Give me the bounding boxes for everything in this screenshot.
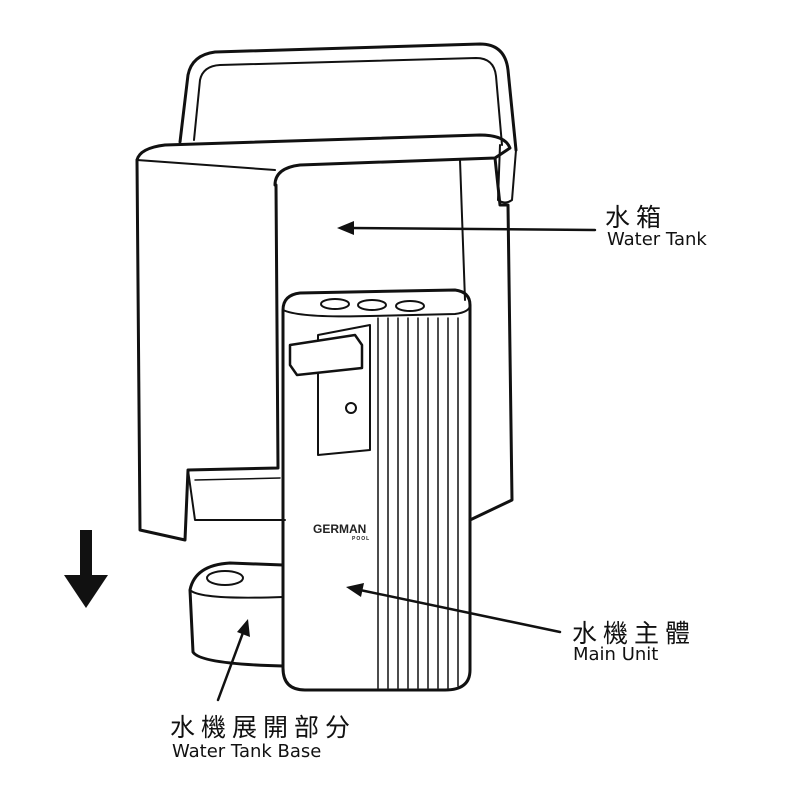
label-main-unit-en: Main Unit: [573, 644, 659, 665]
main-unit-body: [281, 288, 472, 692]
tank-handle-inner: [193, 57, 503, 146]
spout: [288, 333, 364, 377]
main-unit-top: [282, 304, 471, 318]
brand-logo: GERMAN: [313, 522, 367, 536]
down-arrow-icon: [64, 530, 108, 608]
label-tank-base-en: Water Tank Base: [172, 741, 322, 762]
main-unit-ribs: [377, 317, 459, 689]
pointer-arrows: [216, 221, 597, 702]
water-tank-left-panel: [135, 158, 280, 542]
water-tank-base: [188, 561, 285, 668]
dispense-niche: [317, 324, 371, 456]
water-tank-top: [135, 133, 512, 187]
label-tank-base-zh: 水機展開部分: [170, 713, 357, 742]
label-water-tank-en: Water Tank: [607, 229, 707, 250]
water-tank-body: [468, 156, 514, 522]
brand-logo-sub: POOL: [352, 536, 371, 542]
label-water-tank-zh: 水箱: [605, 203, 668, 232]
tank-handle: [178, 42, 518, 152]
label-main-unit-zh: 水機主體: [572, 619, 697, 648]
